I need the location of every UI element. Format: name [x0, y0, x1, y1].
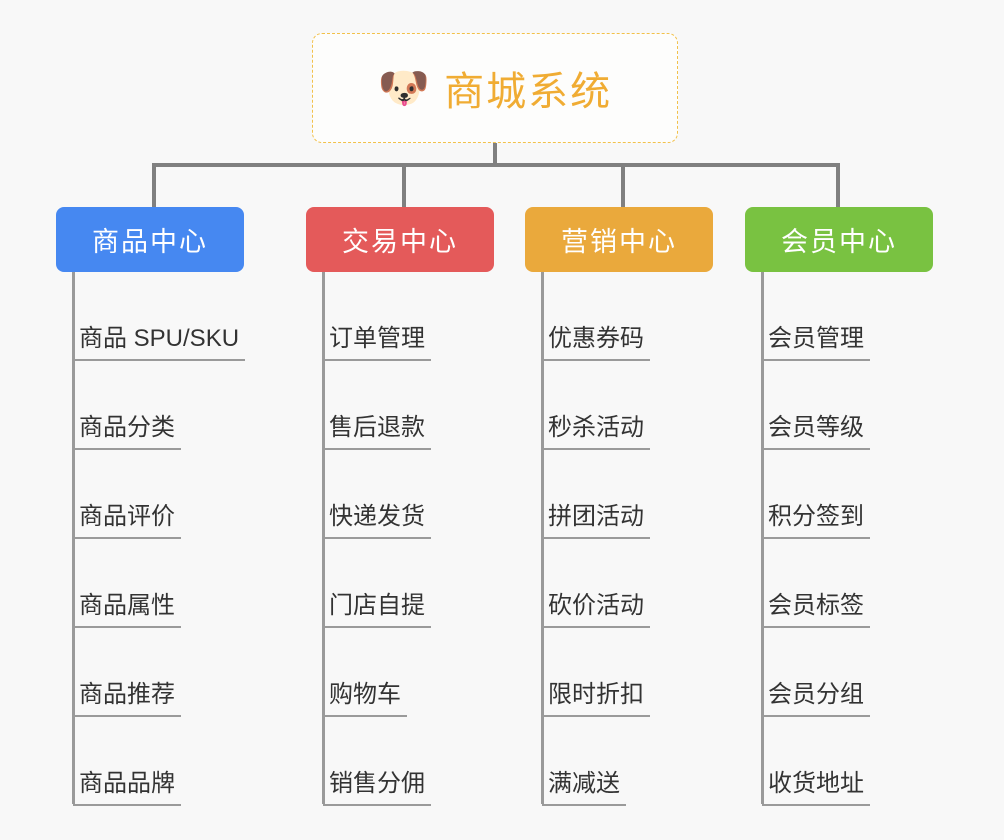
leaf-label: 售后退款: [323, 407, 431, 450]
leaf-item[interactable]: 砍价活动: [525, 539, 713, 628]
connector-root-stem: [493, 143, 497, 165]
branch-header-3[interactable]: 会员中心: [745, 207, 933, 272]
branch-column-0: 商品中心 商品 SPU/SKU 商品分类 商品评价 商品属性 商品推荐 商品品牌: [56, 207, 246, 806]
leaf-label: 满减送: [542, 763, 626, 806]
leaf-label: 购物车: [323, 674, 407, 717]
leaf-label: 商品属性: [73, 585, 181, 628]
leaf-item[interactable]: 满减送: [525, 717, 713, 806]
connector-drop-0: [152, 163, 156, 209]
leaf-label: 砍价活动: [542, 585, 650, 628]
leaf-item[interactable]: 购物车: [306, 628, 494, 717]
leaf-item[interactable]: 会员管理: [745, 272, 933, 361]
leaf-list-1: 订单管理 售后退款 快递发货 门店自提 购物车 销售分佣: [306, 272, 494, 806]
root-title: 商城系统: [444, 70, 613, 114]
branch-column-2: 营销中心 优惠券码 秒杀活动 拼团活动 砍价活动 限时折扣 满减送: [525, 207, 713, 806]
leaf-item[interactable]: 秒杀活动: [525, 361, 713, 450]
leaf-item[interactable]: 拼团活动: [525, 450, 713, 539]
leaf-item[interactable]: 会员等级: [745, 361, 933, 450]
leaf-label: 限时折扣: [542, 674, 650, 717]
leaf-label: 会员等级: [762, 407, 870, 450]
root-node[interactable]: 🐶 商城系统: [312, 33, 678, 143]
leaf-label: 商品分类: [73, 407, 181, 450]
leaf-item[interactable]: 销售分佣: [306, 717, 494, 806]
branch-header-label-3: 会员中心: [781, 227, 897, 257]
leaf-label: 商品 SPU/SKU: [73, 318, 246, 361]
leaf-label: 会员标签: [762, 585, 870, 628]
leaf-label: 会员分组: [762, 674, 870, 717]
leaf-item[interactable]: 优惠券码: [525, 272, 713, 361]
leaf-item[interactable]: 售后退款: [306, 361, 494, 450]
leaf-item[interactable]: 积分签到: [745, 450, 933, 539]
leaf-label: 快递发货: [323, 496, 431, 539]
leaf-label: 销售分佣: [323, 763, 431, 806]
leaf-label: 拼团活动: [542, 496, 650, 539]
leaf-list-2: 优惠券码 秒杀活动 拼团活动 砍价活动 限时折扣 满减送: [525, 272, 713, 806]
connector-drop-3: [836, 163, 840, 209]
leaf-item[interactable]: 限时折扣: [525, 628, 713, 717]
leaf-item[interactable]: 商品 SPU/SKU: [56, 272, 246, 361]
branch-header-2[interactable]: 营销中心: [525, 207, 713, 272]
branch-header-1[interactable]: 交易中心: [306, 207, 494, 272]
leaf-item[interactable]: 门店自提: [306, 539, 494, 628]
leaf-label: 秒杀活动: [542, 407, 650, 450]
leaf-label: 积分签到: [762, 496, 870, 539]
branch-header-0[interactable]: 商品中心: [56, 207, 244, 272]
branch-header-label-2: 营销中心: [561, 227, 677, 257]
leaf-list-3: 会员管理 会员等级 积分签到 会员标签 会员分组 收货地址: [745, 272, 933, 806]
leaf-item[interactable]: 会员标签: [745, 539, 933, 628]
leaf-label: 门店自提: [323, 585, 431, 628]
connector-horizontal-bus: [152, 163, 840, 167]
leaf-label: 商品推荐: [73, 674, 181, 717]
leaf-list-0: 商品 SPU/SKU 商品分类 商品评价 商品属性 商品推荐 商品品牌: [56, 272, 246, 806]
leaf-label: 收货地址: [762, 763, 870, 806]
branch-column-3: 会员中心 会员管理 会员等级 积分签到 会员标签 会员分组 收货地址: [745, 207, 933, 806]
leaf-label: 订单管理: [323, 318, 431, 361]
connector-drop-2: [621, 163, 625, 209]
leaf-label: 商品品牌: [73, 763, 181, 806]
leaf-item[interactable]: 商品评价: [56, 450, 245, 539]
branch-header-label-0: 商品中心: [92, 227, 208, 257]
leaf-label: 优惠券码: [542, 318, 650, 361]
leaf-item[interactable]: 商品品牌: [56, 717, 245, 806]
connector-drop-1: [402, 163, 406, 209]
leaf-label: 商品评价: [73, 496, 181, 539]
leaf-item[interactable]: 会员分组: [745, 628, 933, 717]
leaf-label: 会员管理: [762, 318, 870, 361]
leaf-item[interactable]: 商品推荐: [56, 628, 245, 717]
leaf-item[interactable]: 商品分类: [56, 361, 245, 450]
leaf-item[interactable]: 收货地址: [745, 717, 933, 806]
branch-header-label-1: 交易中心: [342, 227, 458, 257]
leaf-item[interactable]: 商品属性: [56, 539, 245, 628]
dog-face-icon: 🐶: [377, 64, 431, 111]
leaf-item[interactable]: 快递发货: [306, 450, 494, 539]
branch-column-1: 交易中心 订单管理 售后退款 快递发货 门店自提 购物车 销售分佣: [306, 207, 494, 806]
leaf-item[interactable]: 订单管理: [306, 272, 494, 361]
